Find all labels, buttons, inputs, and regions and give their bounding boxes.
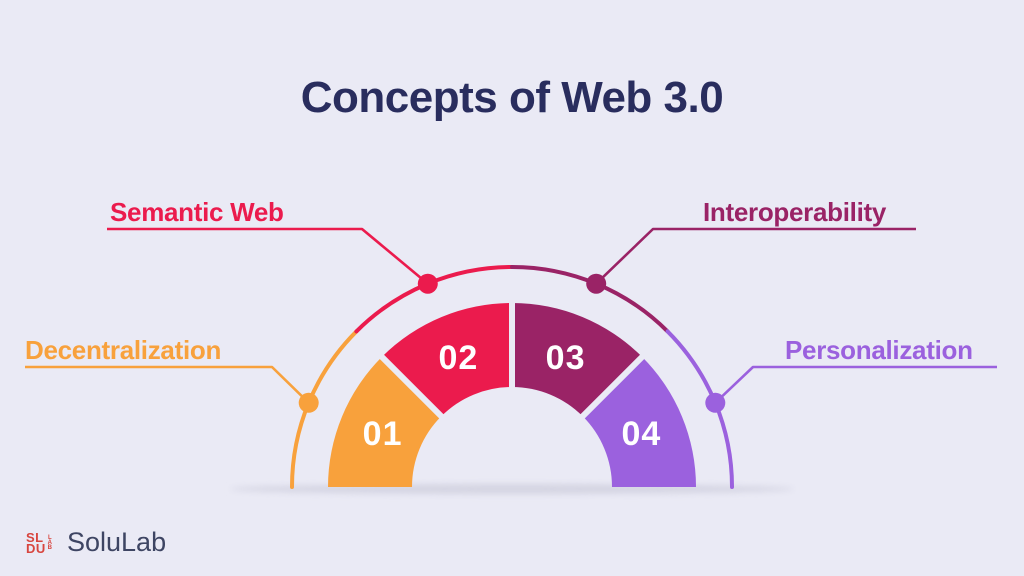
dot-decentralization (298, 392, 319, 413)
solulab-logo-letters: SL DU (26, 529, 46, 556)
solulab-logo-icon: SL DU LAB (26, 528, 58, 558)
label-semantic-web: Semantic Web (110, 197, 284, 227)
connector-decentralization (25, 365, 310, 404)
dot-semantic-web (417, 273, 438, 294)
brand-name: SoluLab (67, 527, 167, 557)
connector-semantic-web (107, 227, 429, 285)
label-interoperability: Interoperability (703, 197, 887, 227)
brand-footer: SL DU LAB SoluLab (26, 527, 166, 558)
dot-personalization (705, 392, 726, 413)
segment-04-number: 04 (621, 415, 661, 453)
segment-separator-3 (577, 350, 649, 422)
logo-side-text: LAB (46, 535, 53, 550)
logo-line-2: DU (26, 540, 46, 556)
connector-personalization (714, 365, 997, 404)
connector-interoperability (595, 227, 916, 285)
label-personalization: Personalization (785, 335, 973, 365)
logo-line-1: SL (26, 529, 44, 545)
chart-ground-shadow (230, 484, 794, 494)
segment-01-number: 01 (363, 415, 403, 453)
segment-02-number: 02 (438, 339, 478, 377)
segment-03-number: 03 (546, 339, 586, 377)
label-decentralization: Decentralization (25, 335, 222, 365)
segment-separator-1 (375, 350, 447, 422)
dot-interoperability (586, 273, 607, 294)
page-title: Concepts of Web 3.0 (300, 73, 724, 122)
